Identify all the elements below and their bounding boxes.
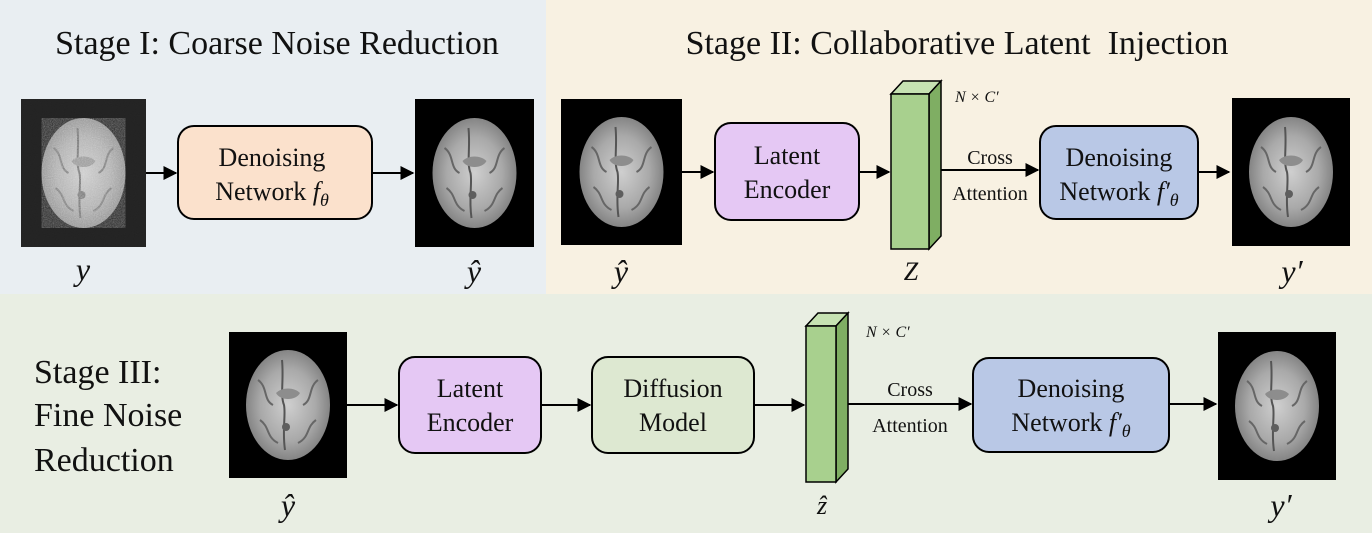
stage2-output-image: [1232, 98, 1350, 246]
stage2-network-line2-group: Network f′θ: [1059, 177, 1178, 210]
stage3-network-sub: θ: [1122, 421, 1131, 441]
stage3-encoder-line1: Latent: [437, 374, 504, 403]
stage2-input-label: ŷ: [611, 253, 629, 289]
stage3-diffusion-line1: Diffusion: [623, 374, 722, 403]
stage3-output-image: [1218, 332, 1336, 480]
stage1-network-sub: θ: [320, 190, 329, 210]
stage3-cross-line1: Cross: [887, 379, 933, 401]
stage3-diffusion-model: [591, 356, 755, 454]
stage3-denoising-network: [972, 357, 1170, 453]
stage2-latent-label: Z: [904, 257, 919, 286]
stage3-network-line1: Denoising: [1018, 374, 1125, 403]
stage3-latent-dims: N × C′: [865, 324, 910, 341]
stage3-output-label: y′: [1267, 487, 1292, 523]
stage3-network-line2-group: Network f′θ: [1011, 408, 1130, 441]
stage3-latent-label: ẑ: [816, 491, 828, 520]
stage1-input-label: y: [73, 251, 91, 287]
stage3-cross-line2: Attention: [872, 415, 948, 437]
stage2-network-line2: Network: [1059, 177, 1150, 206]
stage3-title-line2: Fine Noise: [34, 397, 182, 434]
stage1-title: Stage I: Coarse Noise Reduction: [55, 25, 499, 62]
stage2-latent-dims: N × C′: [954, 89, 999, 106]
stage2-cross-line1: Cross: [967, 147, 1013, 169]
stage3-latent-block: [804, 311, 850, 484]
stage2-input-image: [561, 99, 682, 245]
stage3-input-image: [229, 332, 347, 478]
stage3-input-label: ŷ: [278, 487, 296, 523]
stage2-latent-encoder: [714, 122, 860, 221]
stage3-encoder-line2: Encoder: [427, 408, 514, 437]
stage1-network-line1: Denoising: [219, 143, 326, 172]
stage2-title: Stage II: Collaborative Latent Injection: [686, 25, 1229, 62]
stage3-network-line2: Network: [1011, 408, 1102, 437]
stage2-output-label: y′: [1278, 253, 1303, 289]
stage1-input-image: [21, 99, 146, 247]
stage2-encoder-line2: Encoder: [744, 175, 831, 204]
stage3-diffusion-line2: Model: [639, 408, 707, 437]
stage3-title-line3: Reduction: [34, 442, 174, 479]
stage3-network-symbol: f′: [1109, 408, 1122, 437]
stage2-cross-line2: Attention: [952, 183, 1028, 205]
stage3-title-line1: Stage III:: [34, 354, 161, 391]
stage2-encoder-line1: Latent: [754, 141, 821, 170]
stage1-network-line2: Network: [215, 177, 306, 206]
stage1-output-label: ŷ: [464, 253, 482, 289]
stage1-network-line2-group: Network fθ: [215, 177, 329, 210]
stage1-network-symbol: f: [313, 177, 324, 206]
stage2-network-symbol: f′: [1157, 177, 1170, 206]
stage3-latent-encoder: [398, 356, 542, 454]
stage2-latent-block: [889, 79, 943, 251]
stage1-output-image: [415, 99, 534, 247]
stage2-network-line1: Denoising: [1066, 143, 1173, 172]
stage2-network-sub: θ: [1170, 190, 1179, 210]
